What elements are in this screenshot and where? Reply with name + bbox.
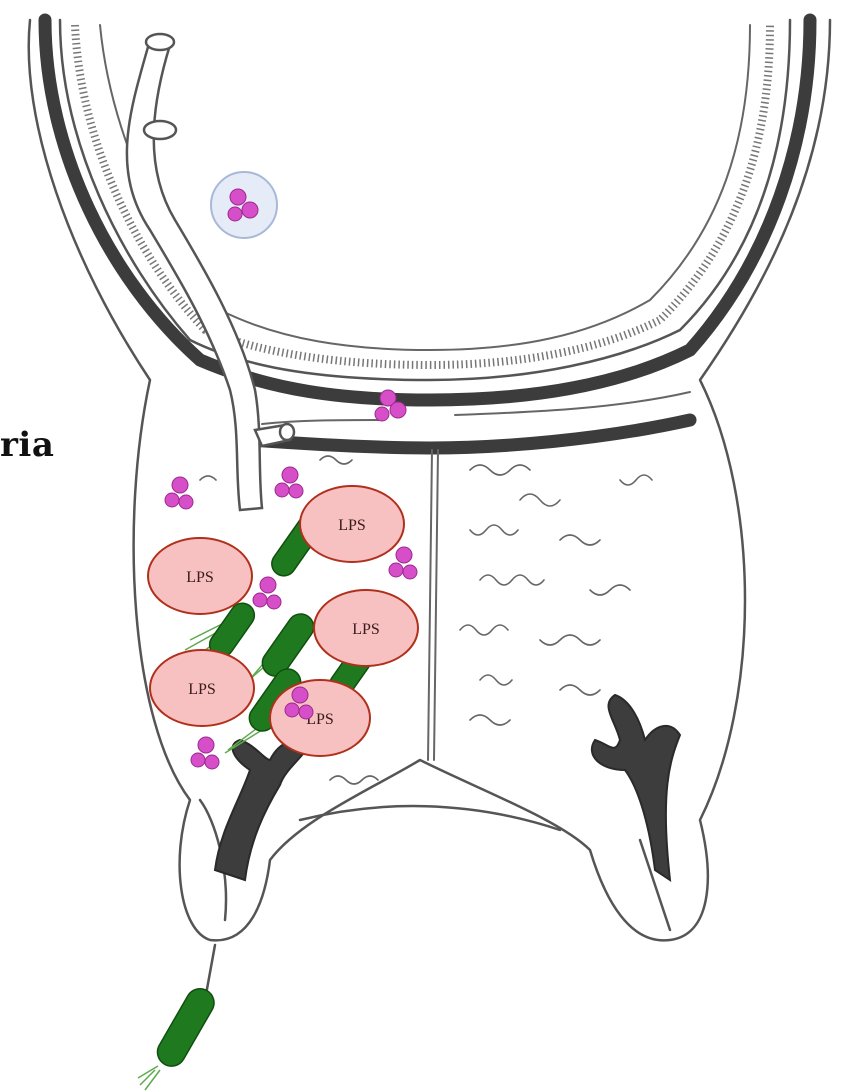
stroma-texture	[200, 456, 652, 784]
neutrophil-icon	[165, 477, 193, 509]
lps-bubble: LPS	[150, 650, 254, 726]
lps-label: LPS	[352, 621, 380, 638]
lps-label: LPS	[188, 681, 216, 698]
neutrophil-icon	[389, 547, 417, 579]
lps-label: LPS	[186, 569, 214, 586]
lps-label: LPS	[338, 517, 366, 534]
lps-bubble: LPS	[270, 680, 370, 756]
neutrophil-icon	[191, 737, 219, 769]
neutrophil-icon	[253, 577, 281, 609]
lps-bubble: LPS	[314, 590, 418, 666]
blood-vessel	[127, 34, 294, 510]
lps-bubble: LPS	[300, 486, 404, 562]
bacterium-icon	[138, 984, 219, 1090]
neutrophil-icon	[211, 172, 277, 238]
gland-left	[215, 740, 310, 880]
gland-right	[592, 695, 680, 880]
neutrophil-icon	[275, 467, 303, 498]
lps-bubble: LPS	[148, 538, 252, 614]
